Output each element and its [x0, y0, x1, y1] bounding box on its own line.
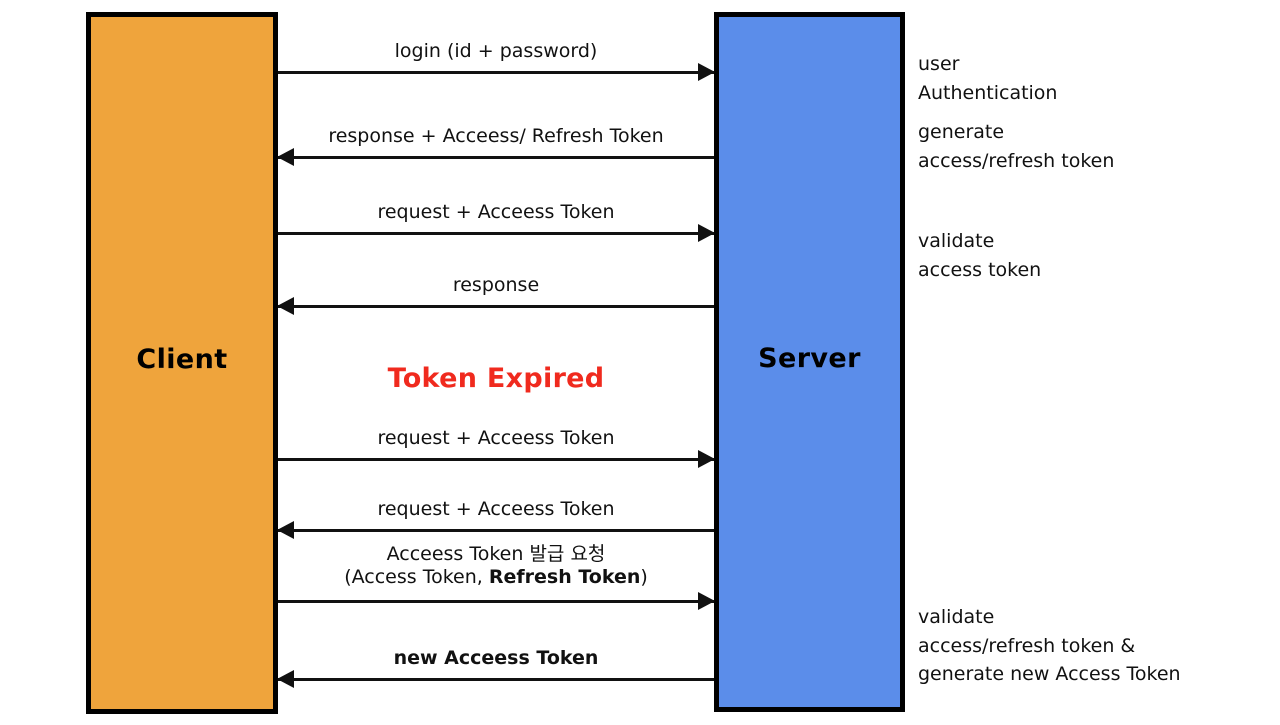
- message-line: [278, 232, 714, 235]
- message-line: [278, 529, 714, 532]
- message-label: response: [452, 274, 540, 296]
- token-expired-note: Token Expired: [387, 363, 605, 394]
- message-line: [278, 305, 714, 308]
- arrowhead-right-icon: [698, 450, 715, 468]
- server-note-user-authentication: user Authentication: [918, 53, 1058, 104]
- message-label: request + Acceess Token: [377, 427, 615, 449]
- arrowhead-left-icon: [277, 148, 294, 166]
- message-label: request + Acceess Token: [377, 498, 615, 520]
- message-label-line1: Acceess Token 발급 요청: [386, 543, 606, 565]
- arrowhead-left-icon: [277, 297, 294, 315]
- message-label: request + Acceess Token: [377, 201, 615, 223]
- message-label-line2-post: ): [640, 566, 648, 589]
- message-label-line2-strong: Refresh Token: [488, 566, 641, 589]
- arrowhead-right-icon: [698, 224, 715, 242]
- message-label: Acceess Token 발급 요청(Access Token, Refres…: [278, 543, 714, 589]
- message-line: [278, 458, 714, 461]
- message-label: login (id + password): [394, 40, 598, 62]
- server-note-validate-access-token: validate access token: [918, 230, 1042, 281]
- message-line: [278, 600, 714, 603]
- message-label: new Acceess Token: [393, 647, 599, 669]
- message-line: [278, 156, 714, 159]
- server-label: Server: [758, 342, 861, 374]
- arrowhead-left-icon: [277, 670, 294, 688]
- message-label: response + Acceess/ Refresh Token: [328, 125, 664, 147]
- client-label: Client: [136, 343, 228, 375]
- arrowhead-right-icon: [698, 592, 715, 610]
- client-lifeline-box: Client: [86, 12, 278, 714]
- server-lifeline-box: Server: [714, 12, 905, 712]
- server-note-generate-tokens: generate access/refresh token: [918, 121, 1115, 172]
- arrowhead-left-icon: [277, 521, 294, 539]
- arrowhead-right-icon: [698, 63, 715, 81]
- message-line: [278, 678, 714, 681]
- server-note-validate-and-regenerate: validate access/refresh token & generate…: [918, 606, 1181, 685]
- message-line: [278, 71, 714, 74]
- message-label-line2-pre: (Access Token,: [344, 566, 489, 589]
